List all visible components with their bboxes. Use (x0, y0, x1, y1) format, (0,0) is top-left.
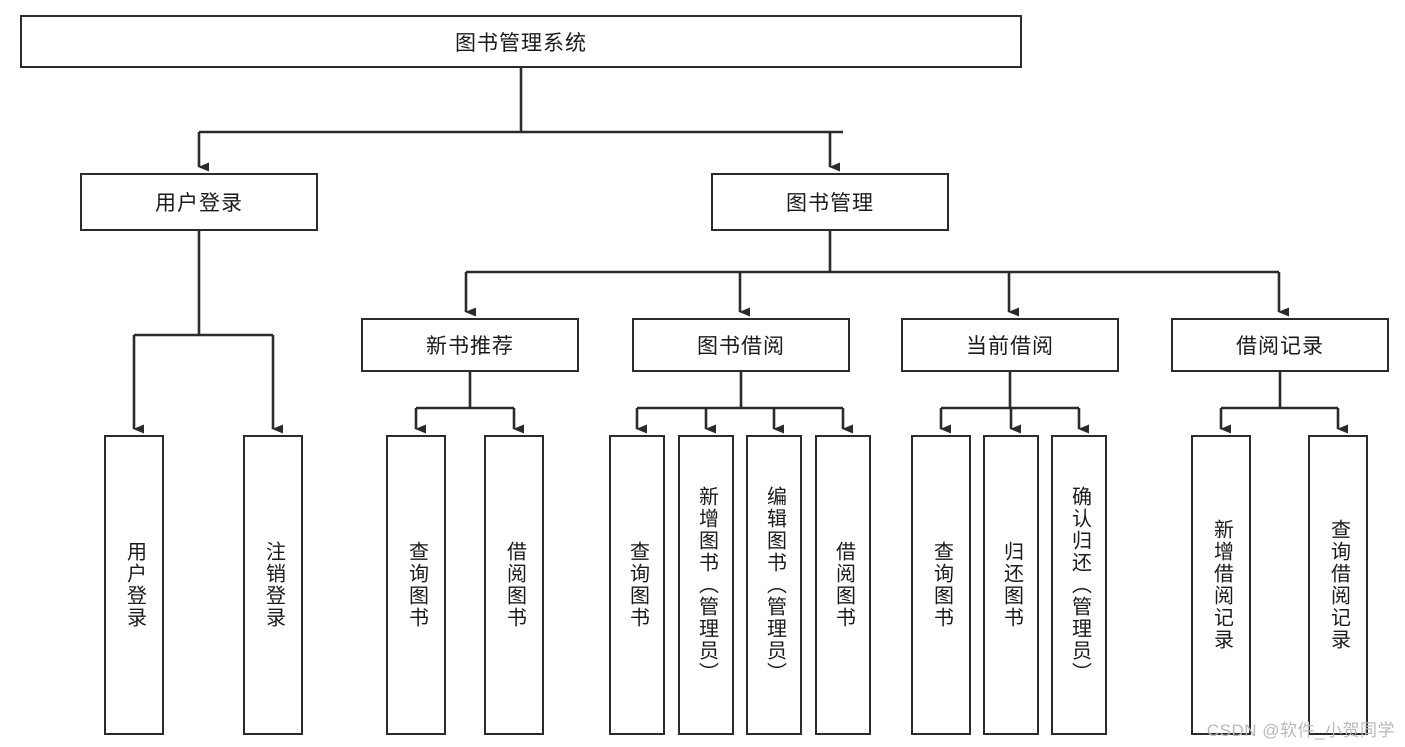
leaf-user-login-label: 用户登录 (123, 541, 146, 629)
node-borrow-record-label: 借阅记录 (1236, 335, 1324, 358)
leaf-edit-book[interactable]: 编辑图书（管理员） (746, 435, 802, 735)
edges-book-borrow-to-leaves (635, 372, 853, 434)
leaf-add-record-label: 新增借阅记录 (1210, 519, 1233, 651)
leaf-query-book-1[interactable]: 查询图书 (386, 435, 446, 735)
leaf-query-book-3[interactable]: 查询图书 (911, 435, 971, 735)
watermark-text: CSDN @软件_小贺同学 (1206, 721, 1395, 740)
leaf-query-book-2[interactable]: 查询图书 (609, 435, 665, 735)
node-root-label: 图书管理系统 (455, 31, 587, 55)
node-user-login-label: 用户登录 (155, 192, 243, 215)
leaf-user-logout-label: 注销登录 (262, 541, 285, 629)
node-borrow-record[interactable]: 借阅记录 (1171, 318, 1389, 372)
leaf-query-record[interactable]: 查询借阅记录 (1308, 435, 1368, 735)
node-current-borrow[interactable]: 当前借阅 (901, 318, 1119, 372)
leaf-confirm-return-label: 确认归还（管理员） (1068, 486, 1091, 684)
node-new-book-rec[interactable]: 新书推荐 (361, 318, 579, 372)
edges-user-login-to-leaves (132, 231, 283, 434)
node-root[interactable]: 图书管理系统 (20, 15, 1022, 68)
leaf-user-logout[interactable]: 注销登录 (243, 435, 303, 735)
leaf-borrow-book-1-label: 借阅图书 (503, 541, 526, 629)
leaf-query-book-3-label: 查询图书 (930, 541, 953, 629)
leaf-return-book-label: 归还图书 (1000, 541, 1023, 629)
node-book-manage-label: 图书管理 (786, 192, 874, 215)
leaf-borrow-book-1[interactable]: 借阅图书 (484, 435, 544, 735)
leaf-confirm-return[interactable]: 确认归还（管理员） (1051, 435, 1107, 735)
node-user-login[interactable]: 用户登录 (80, 173, 318, 231)
node-new-book-rec-label: 新书推荐 (426, 335, 514, 358)
leaf-add-book-label: 新增图书（管理员） (695, 486, 718, 684)
leaf-borrow-book-2[interactable]: 借阅图书 (815, 435, 871, 735)
leaf-borrow-book-2-label: 借阅图书 (832, 541, 855, 629)
edges-borrow-record-to-leaves (1219, 372, 1348, 434)
leaf-query-book-1-label: 查询图书 (405, 541, 428, 629)
leaf-return-book[interactable]: 归还图书 (983, 435, 1039, 735)
node-book-manage[interactable]: 图书管理 (711, 173, 949, 231)
node-book-borrow[interactable]: 图书借阅 (632, 318, 850, 372)
edges-new-book-rec-to-leaves (414, 372, 524, 434)
edges-book-manage-to-level3 (464, 231, 1289, 317)
leaf-query-record-label: 查询借阅记录 (1327, 519, 1350, 651)
leaf-add-record[interactable]: 新增借阅记录 (1191, 435, 1251, 735)
edges-root-to-level2 (197, 68, 843, 172)
edges-current-borrow-to-leaves (939, 372, 1089, 434)
leaf-edit-book-label: 编辑图书（管理员） (763, 486, 786, 684)
node-current-borrow-label: 当前借阅 (966, 335, 1054, 358)
node-book-borrow-label: 图书借阅 (697, 335, 785, 358)
leaf-add-book[interactable]: 新增图书（管理员） (678, 435, 734, 735)
leaf-query-book-2-label: 查询图书 (626, 541, 649, 629)
leaf-user-login[interactable]: 用户登录 (104, 435, 164, 735)
